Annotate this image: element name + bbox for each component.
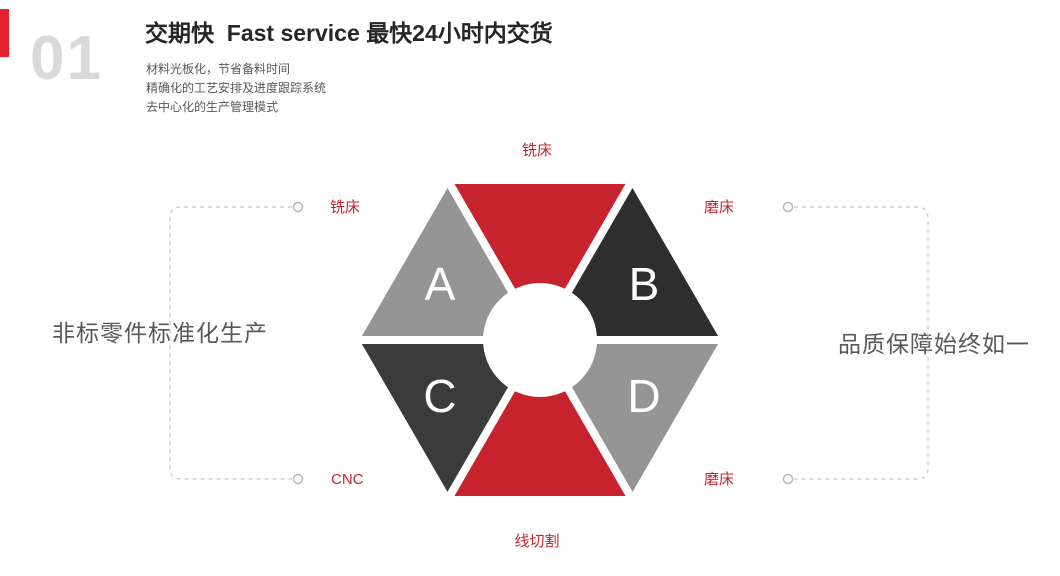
bullet-line: 去中心化的生产管理模式 — [146, 100, 279, 114]
letter-b: B — [629, 258, 660, 310]
bullet-line: 材料光板化，节省备料时间 — [146, 62, 291, 76]
letter-d: D — [627, 370, 660, 422]
label-left-cnc: CNC — [331, 471, 364, 488]
bullet-line: 精确化的工艺安排及进度跟踪系统 — [146, 81, 327, 95]
letter-c: C — [423, 370, 456, 422]
label-bottom-wirecut: 线切割 — [514, 533, 560, 550]
connector-dot — [292, 473, 304, 485]
label-right-grinding: 磨床 — [704, 199, 735, 216]
center-circle — [483, 283, 597, 397]
bullet-list: 材料光板化，节省备料时间 精确化的工艺安排及进度跟踪系统 去中心化的生产管理模式 — [146, 60, 326, 117]
right-caption: 品质保障始终如一 — [838, 331, 1030, 357]
connector-dot — [292, 201, 304, 213]
section-number: 01 — [30, 24, 103, 93]
slide-title: 交期快 Fast service 最快24小时内交货 — [145, 20, 553, 46]
accent-bar — [0, 9, 9, 57]
left-caption: 非标零件标准化生产 — [52, 320, 268, 346]
connector-dot — [782, 201, 794, 213]
connector-dot — [782, 473, 794, 485]
label-top-milling: 铣床 — [521, 142, 552, 159]
segment-bottom-red — [443, 336, 637, 504]
label-right-grinding2: 磨床 — [704, 471, 735, 488]
left-bracket-line — [169, 206, 292, 480]
right-bracket-line — [794, 206, 929, 480]
label-left-milling: 铣床 — [330, 199, 361, 216]
letter-a: A — [425, 258, 456, 310]
